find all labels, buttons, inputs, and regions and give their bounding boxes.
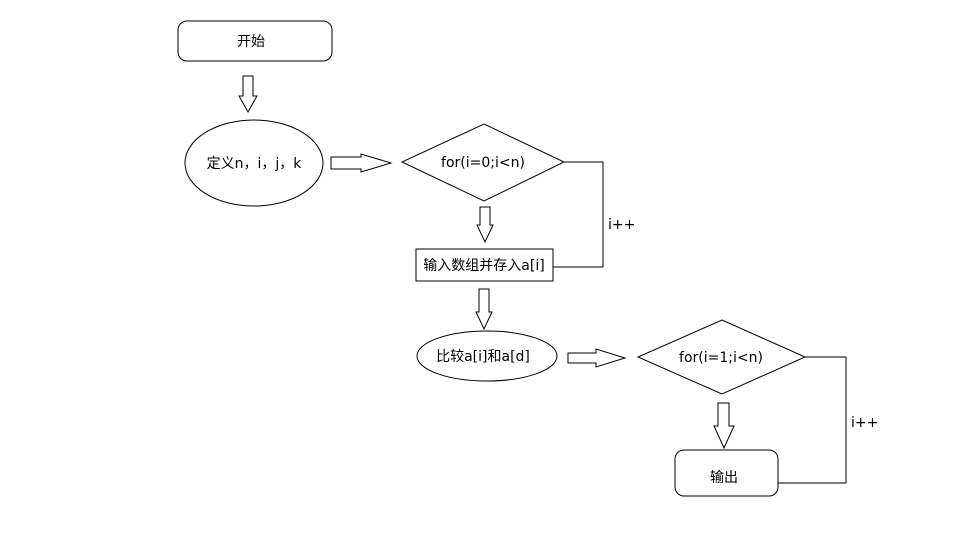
loop2-increment-label: i++ <box>851 415 878 431</box>
loop1-condition-label: for(i=0;i<n) <box>441 155 525 171</box>
loop2-back-connector <box>778 356 847 484</box>
arrow-start-to-define <box>238 75 258 114</box>
arrow-compare-to-loop2 <box>567 348 627 368</box>
output-label: 输出 <box>710 470 738 486</box>
arrow-loop2-to-output <box>713 402 735 450</box>
loop1-increment-label: i++ <box>608 217 635 233</box>
loop1-decision: for(i=0;i<n) <box>400 123 566 202</box>
loop2-decision: for(i=1;i<n) <box>636 319 807 395</box>
arrow-input-to-compare <box>475 288 493 331</box>
start-node: 开始 <box>177 20 333 62</box>
loop1-back-connector <box>553 161 604 268</box>
loop2-condition-label: for(i=1;i<n) <box>679 350 763 366</box>
define-node: 定义n，i，j，k <box>184 119 324 207</box>
input-node: 输入数组并存入a[i] <box>415 248 554 282</box>
define-label: 定义n，i，j，k <box>207 156 303 172</box>
arrow-define-to-loop1 <box>330 153 393 173</box>
start-label: 开始 <box>237 34 265 50</box>
input-label: 输入数组并存入a[i] <box>423 258 544 274</box>
output-node: 输出 <box>674 449 779 497</box>
arrow-loop1-to-input <box>476 206 494 244</box>
compare-node: 比较a[i]和a[d] <box>416 330 558 382</box>
compare-label: 比较a[i]和a[d] <box>436 349 530 365</box>
